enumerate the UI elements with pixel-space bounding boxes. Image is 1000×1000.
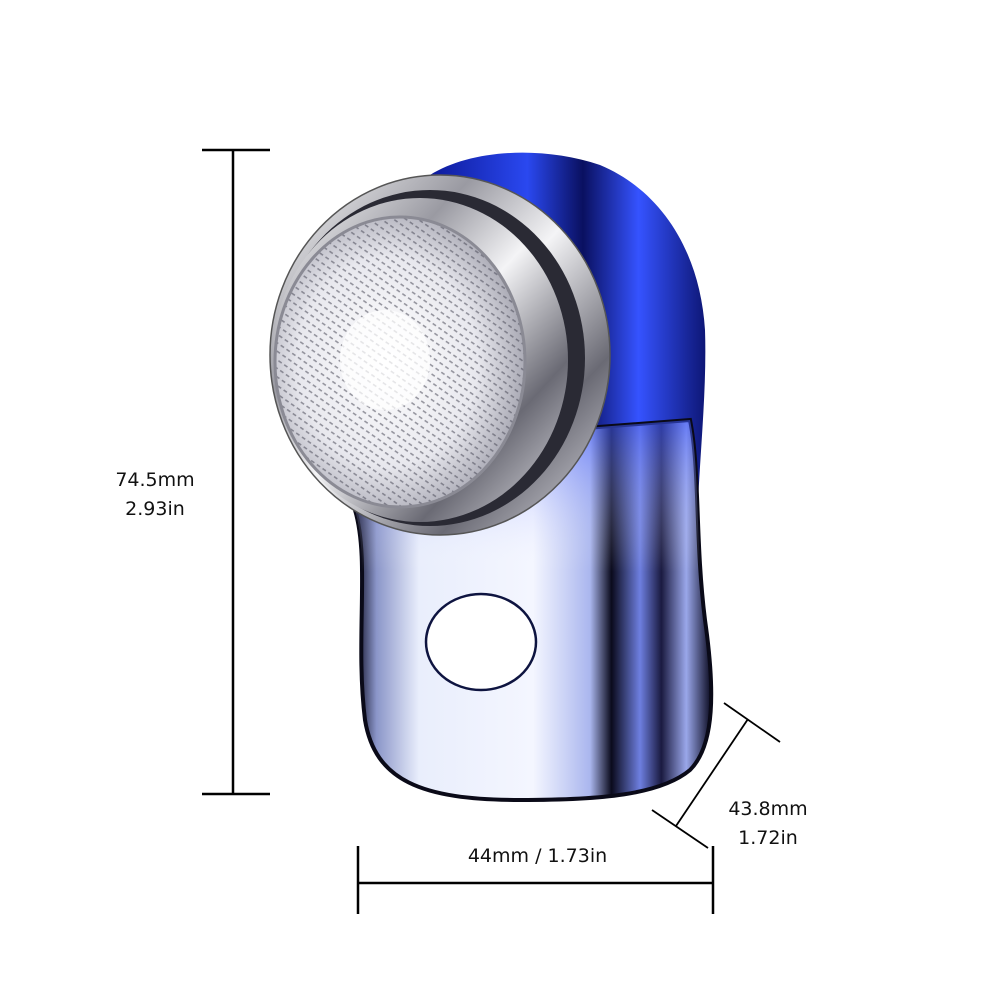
depth-mm: 43.8mm — [728, 798, 808, 820]
height-dimension-label: 74.5mm 2.93in — [100, 466, 210, 524]
depth-line — [675, 718, 749, 827]
power-button[interactable] — [424, 592, 538, 692]
depth-top-tick — [723, 702, 781, 743]
depth-bottom-tick — [651, 809, 709, 849]
height-in: 2.93in — [125, 498, 185, 520]
depth-in: 1.72in — [738, 827, 798, 849]
dimension-lines — [202, 148, 781, 914]
depth-dimension-label: 43.8mm 1.72in — [718, 795, 818, 853]
width-dimension-label: 44mm / 1.73in — [467, 845, 608, 867]
height-mm: 74.5mm — [115, 469, 195, 491]
